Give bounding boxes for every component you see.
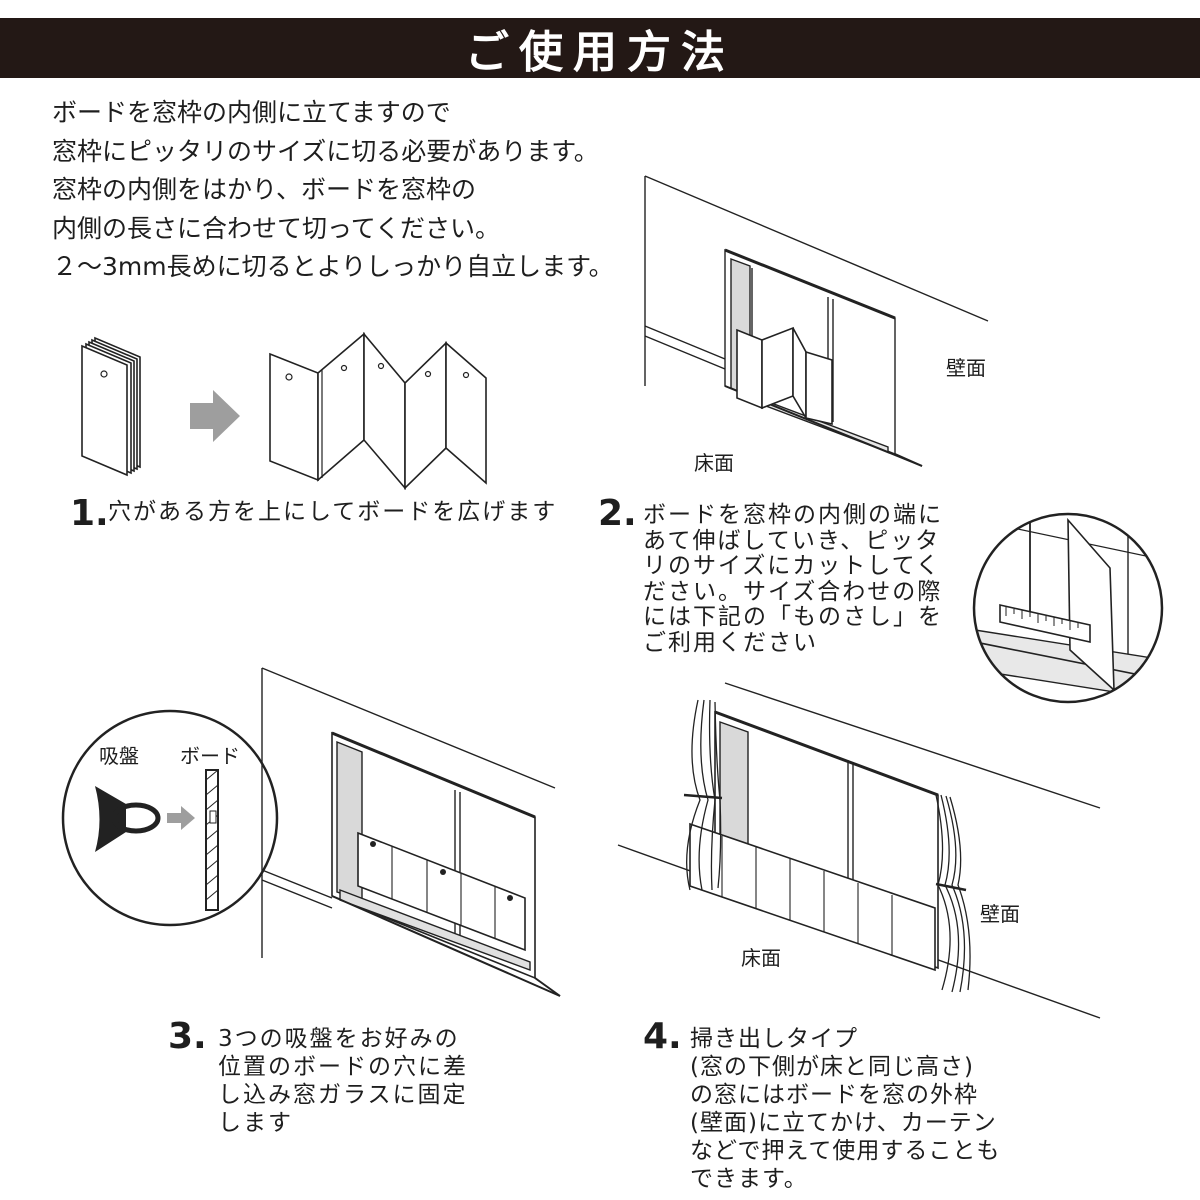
step-2-line: ボードを窓枠の内側の端に (643, 502, 943, 528)
suction-cup-icon (95, 786, 126, 852)
step-2-number: 2. (598, 493, 637, 534)
step-4-line: (窓の下側が床と同じ高さ) (690, 1054, 974, 1080)
arrow-icon (167, 806, 195, 830)
step-2-line: ご利用ください (643, 629, 818, 656)
step-4-text: 掃き出しタイプ (窓の下側が床と同じ高さ) の窓にはボードを窓の外枠 (壁面)に… (690, 1025, 1000, 1193)
floor-label: 床面 (694, 451, 734, 475)
step-2-line: には下記の「ものさし」を (643, 604, 943, 630)
board-label: ボード (180, 744, 240, 768)
step-3-number: 3. (168, 1016, 207, 1057)
step-2-line: あて伸ばしていき、ピッタ (643, 527, 941, 554)
step-4-line: の窓にはボードを窓の外枠 (690, 1082, 978, 1108)
intro-line: 窓枠にピッタリのサイズに切る必要があります。 (52, 136, 599, 166)
page-title: ご使用方法 (0, 18, 1200, 78)
floor-label: 床面 (741, 946, 781, 970)
step-4-number: 4. (643, 1016, 682, 1057)
intro-line: 内側の長さに合わせて切ってください。 (52, 213, 501, 243)
step-1-line: 穴がある方を上にしてボードを広げます (108, 499, 558, 525)
intro-line: 窓枠の内側をはかり、ボードを窓枠の (52, 175, 477, 204)
step-2-line: リのサイズにカットしてく (643, 553, 941, 579)
ruler-ticks (1005, 607, 1079, 630)
step-4-line: 掃き出しタイプ (690, 1026, 858, 1052)
intro-line: ２〜3mm長めに切るとよりしっかり自立します。 (52, 252, 614, 281)
wall-label: 壁面 (980, 902, 1020, 926)
curtain-left (683, 699, 723, 891)
step-4-line: (壁面)に立てかけ、カーテン (690, 1110, 997, 1136)
intro-text: ボードを窓枠の内側に立てますので 窓枠にピッタリのサイズに切る必要があります。 … (52, 94, 614, 287)
step-3-line: 位置のボードの穴に差 (218, 1054, 468, 1080)
step-3-line: します (218, 1110, 293, 1136)
arrow-icon (190, 390, 240, 442)
folded-board-image (81, 336, 141, 477)
step-1-text: 穴がある方を上にしてボードを広げます (108, 499, 558, 526)
suction-label: 吸盤 (99, 744, 139, 768)
step-4-line: できます。 (690, 1166, 808, 1192)
step-4-line: などで押えて使用することも (690, 1138, 1001, 1164)
curtain-right (935, 794, 971, 993)
step-2-line: ださい。サイズ合わせの際 (643, 578, 943, 605)
unfolded-board-image (269, 331, 487, 491)
step-3-text: 3つの吸盤をお好みの 位置のボードの穴に差 し込み窓ガラスに固定 します (218, 1025, 468, 1137)
step-2-text: ボードを窓枠の内側の端に あて伸ばしていき、ピッタ リのサイズにカットしてく だ… (643, 502, 943, 656)
step-1-number: 1. (70, 493, 109, 534)
wall-label: 壁面 (946, 356, 986, 380)
step-3-line: 3つの吸盤をお好みの (218, 1026, 460, 1052)
intro-line: ボードを窓枠の内側に立てますので (52, 98, 451, 127)
step-3-line: し込み窓ガラスに固定 (218, 1082, 468, 1108)
